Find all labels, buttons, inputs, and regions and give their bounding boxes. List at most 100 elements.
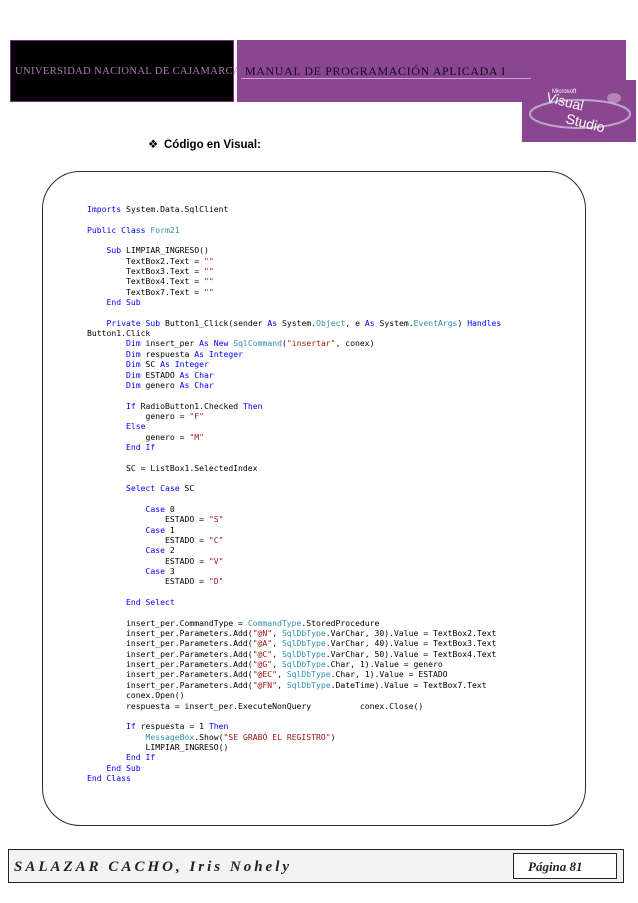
code-line: insert_per.Parameters.Add("@C", SqlDbTyp… bbox=[87, 649, 501, 659]
code-token: ESTADO = bbox=[87, 555, 209, 566]
code-token: End If bbox=[125, 441, 156, 452]
code-line bbox=[87, 307, 501, 317]
code-token bbox=[87, 763, 107, 773]
code-line: End If bbox=[87, 752, 501, 762]
code-token: RadioButton1.Checked bbox=[140, 400, 243, 411]
code-token: insert_per.Parameters.Add( bbox=[87, 638, 253, 649]
code-token: Then bbox=[208, 721, 229, 732]
code-token: SqlDbType bbox=[281, 628, 326, 639]
code-token: insert_per.Parameters.Add( bbox=[87, 659, 253, 670]
code-token: Select Case bbox=[125, 483, 185, 494]
code-token: End Sub bbox=[106, 762, 141, 773]
code-token: , e bbox=[345, 317, 365, 328]
code-line: ESTADO = "V" bbox=[87, 556, 501, 566]
footer-bar: SALAZAR CACHO, Iris Nohely Página 81 bbox=[8, 849, 624, 883]
code-line: insert_per.Parameters.Add("@EC", SqlDbTy… bbox=[87, 669, 501, 679]
code-token: MessageBox bbox=[145, 731, 195, 742]
code-token: SqlDbType bbox=[281, 659, 326, 670]
code-listing: Imports System.Data.SqlClient Public Cla… bbox=[87, 204, 501, 783]
code-line: End Class bbox=[87, 773, 501, 783]
code-token: TextBox7.Text = bbox=[87, 286, 204, 297]
code-token: As Integer bbox=[160, 359, 209, 370]
code-token bbox=[87, 504, 145, 514]
code-token: "" bbox=[203, 286, 214, 297]
code-token: Form21 bbox=[150, 224, 180, 235]
code-line bbox=[87, 494, 501, 504]
code-token: insert_per.Parameters.Add( bbox=[87, 628, 253, 639]
code-line: Case 3 bbox=[87, 566, 501, 576]
author-name: SALAZAR CACHO, Iris Nohely bbox=[14, 859, 293, 875]
code-line: Sub LIMPIAR_INGRESO() bbox=[87, 245, 501, 255]
page-footer: SALAZAR CACHO, Iris Nohely Página 81 bbox=[8, 849, 624, 883]
code-token: TextBox3.Text = bbox=[87, 266, 204, 277]
code-token: "V" bbox=[208, 555, 224, 566]
code-token: , bbox=[272, 659, 282, 670]
code-token: Dim bbox=[125, 338, 146, 349]
visual-studio-logo: Microsoft Visual Studio bbox=[522, 80, 636, 142]
code-line: ESTADO = "C" bbox=[87, 535, 501, 545]
code-token: "C" bbox=[208, 535, 224, 545]
code-token: Else bbox=[125, 421, 146, 432]
code-token: respuesta = insert_per.ExecuteNonQuery c… bbox=[87, 700, 424, 711]
code-token bbox=[87, 359, 126, 369]
code-token: genero = bbox=[87, 431, 190, 442]
code-line: Else bbox=[87, 421, 501, 431]
code-line: Case 1 bbox=[87, 525, 501, 535]
code-line: LIMPIAR_INGRESO() bbox=[87, 742, 501, 752]
code-token bbox=[87, 349, 126, 359]
code-line: insert_per.Parameters.Add("@N", SqlDbTyp… bbox=[87, 628, 501, 638]
code-token: , bbox=[272, 628, 282, 639]
code-token: Public Class bbox=[87, 224, 146, 235]
code-token: ( bbox=[281, 338, 287, 349]
code-token bbox=[87, 732, 145, 742]
code-line: Private Sub Button1_Click(sender As Syst… bbox=[87, 317, 502, 328]
code-token: , bbox=[272, 638, 282, 649]
code-line: respuesta = insert_per.ExecuteNonQuery c… bbox=[87, 701, 501, 711]
code-token: respuesta = 1 bbox=[140, 721, 209, 732]
code-token: Dim bbox=[125, 348, 146, 359]
code-token: As Integer bbox=[194, 348, 243, 359]
code-token: Button1_Click(sender bbox=[164, 317, 268, 328]
code-line: If respuesta = 1 Then bbox=[87, 721, 501, 731]
code-token: Object bbox=[316, 317, 346, 328]
code-line: Case 2 bbox=[87, 545, 501, 555]
code-token: "D" bbox=[208, 576, 224, 587]
code-token bbox=[87, 380, 126, 390]
logo-small-text: Microsoft bbox=[552, 89, 577, 95]
code-token: LIMPIAR_INGRESO() bbox=[126, 245, 209, 256]
code-token bbox=[87, 721, 126, 731]
manual-banner: MANUAL DE PROGRAMACIÓN APLICADA I bbox=[237, 40, 626, 102]
code-line: Public Class Form21 bbox=[87, 225, 501, 235]
code-token: "F" bbox=[189, 410, 204, 421]
code-token: "@FN" bbox=[252, 679, 278, 690]
code-token: Case bbox=[145, 545, 170, 556]
code-token: respuesta bbox=[145, 348, 195, 359]
page-header: UNIVERSIDAD NACIONAL DE CAJAMARCA MANUAL… bbox=[10, 40, 636, 142]
code-line: Dim SC As Integer bbox=[87, 359, 501, 369]
code-line: TextBox4.Text = "" bbox=[87, 276, 501, 286]
code-line: End Select bbox=[87, 597, 501, 607]
code-token bbox=[87, 442, 126, 452]
code-line: insert_per.Parameters.Add("@FN", SqlDbTy… bbox=[87, 680, 501, 690]
code-line: End Sub bbox=[87, 763, 501, 773]
code-token: End Select bbox=[125, 597, 175, 608]
code-token: End Class bbox=[87, 772, 131, 783]
code-line bbox=[87, 711, 501, 721]
code-line: Dim respuesta As Integer bbox=[87, 349, 501, 359]
code-token: insert_per.Parameters.Add( bbox=[87, 669, 253, 680]
code-token: As bbox=[364, 317, 380, 328]
code-token bbox=[87, 597, 126, 607]
code-token: , conex) bbox=[335, 338, 375, 349]
code-line: Dim ESTADO As Char bbox=[87, 370, 501, 380]
code-line: ESTADO = "D" bbox=[87, 576, 501, 586]
code-token: Imports bbox=[87, 204, 126, 214]
code-token: SC = ListBox1.SelectedIndex bbox=[87, 462, 258, 473]
code-token: TextBox4.Text = bbox=[87, 276, 204, 287]
code-line: TextBox2.Text = "" bbox=[87, 256, 501, 266]
code-token: Handles bbox=[467, 317, 502, 328]
code-token bbox=[87, 545, 145, 555]
code-token: .StoredProcedure bbox=[301, 617, 380, 628]
code-token: , bbox=[272, 648, 282, 659]
header-rule bbox=[241, 78, 531, 79]
code-token: SqlDbType bbox=[281, 638, 326, 649]
